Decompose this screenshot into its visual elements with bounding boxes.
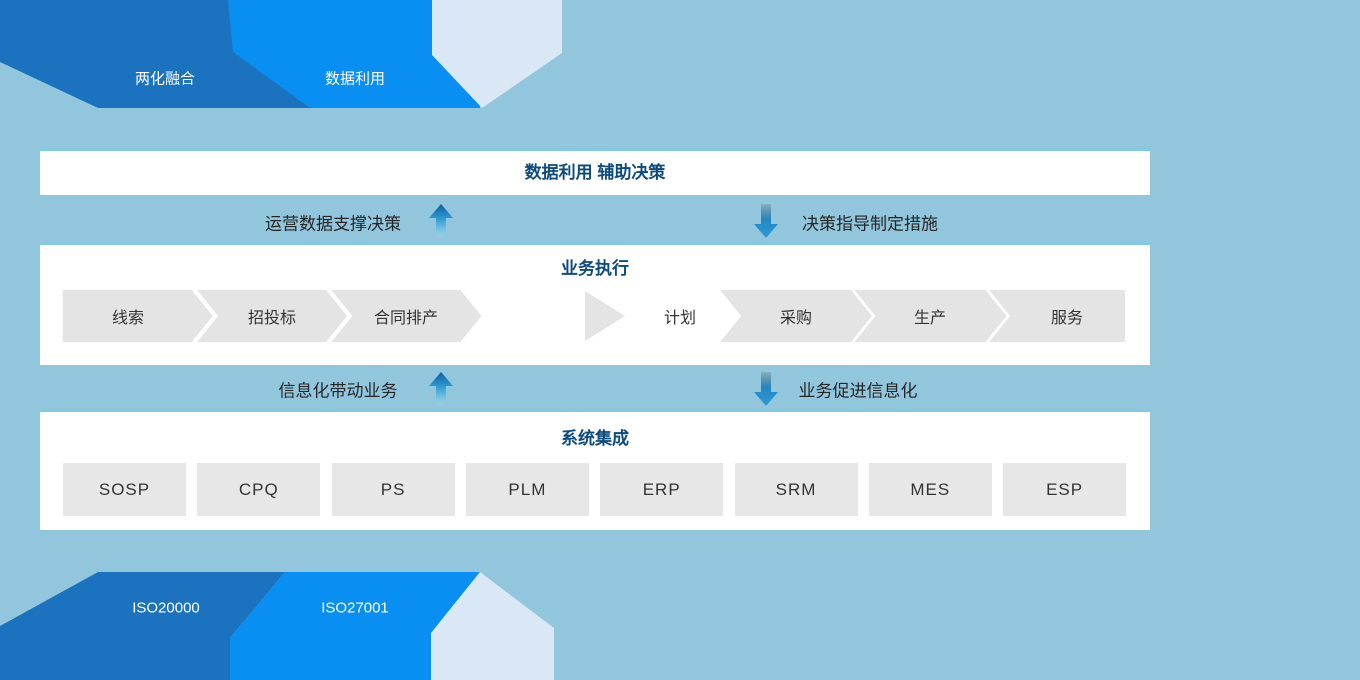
chevron-zhaotoubiao [197, 290, 348, 342]
bottom-banner-dark-shape[interactable] [0, 572, 285, 680]
step-label-jihua: 计划 [663, 310, 697, 327]
tab-lianghua-ronghe[interactable]: 两化融合 [134, 70, 196, 88]
arrow-down-icon [754, 372, 778, 406]
chevron-shengchan [854, 290, 1007, 342]
bottom-banner-ribbons [0, 572, 554, 680]
system-box-mes: MES [868, 463, 992, 516]
tab-iso27001[interactable]: ISO27001 [321, 599, 389, 617]
system-box-erp: ERP [600, 463, 724, 516]
system-box-cpq: CPQ [197, 463, 321, 516]
integration-bar: 系统集成 SOSP CPQ PS PLM ERP SRM MES ESP [40, 409, 1150, 530]
flow-top-right-label: 决策指导制定措施 [802, 214, 938, 234]
top-banner-light-shape [432, 0, 562, 108]
system-box-ps: PS [331, 463, 455, 516]
decision-bar: 数据利用 辅助决策 [40, 148, 1150, 195]
arrow-up-icon [429, 372, 453, 406]
flow-top-left-label: 运营数据支撑决策 [265, 214, 401, 234]
bottom-banner-light-shape [431, 572, 554, 680]
system-box-sosp: SOSP [63, 463, 186, 516]
system-box-srm: SRM [734, 463, 858, 516]
step-label-fuwu: 服务 [1050, 310, 1084, 327]
step-label-caigou: 采购 [779, 310, 813, 327]
system-box-plm: PLM [465, 463, 589, 516]
small-arrow-icon [585, 291, 625, 341]
execution-bar: 业务执行 线索 招投标 合同排产 计划 采购 生产 服务 [40, 242, 1150, 365]
chevron-fuwu [989, 290, 1125, 342]
step-label-hetongpaichan: 合同排产 [373, 310, 439, 327]
step-label-shengchan: 生产 [913, 310, 947, 327]
decision-bar-title: 数据利用 辅助决策 [524, 163, 666, 182]
flow-bottom-left-label: 信息化带动业务 [278, 381, 398, 401]
arrow-up-icon [429, 204, 453, 238]
top-banner-ribbons [0, 0, 562, 108]
step-label-zhaotoubiao: 招投标 [247, 310, 297, 327]
arrow-down-icon [754, 204, 778, 238]
process-chevrons [62, 290, 1125, 342]
chevron-hetongpaichan [331, 290, 482, 342]
step-label-xiansuo: 线索 [111, 310, 145, 327]
top-banner-bright-shape[interactable] [228, 0, 480, 108]
tab-shuju-liyong[interactable]: 数据利用 [324, 70, 386, 88]
system-box-esp: ESP [1003, 463, 1127, 516]
tab-iso20000[interactable]: ISO20000 [132, 599, 200, 617]
flow-bottom-right-label: 业务促进信息化 [798, 381, 918, 401]
chevron-caigou [720, 290, 872, 342]
integration-bar-title: 系统集成 [561, 429, 629, 448]
execution-bar-title: 业务执行 [561, 259, 629, 278]
bottom-banner-bright-shape[interactable] [230, 572, 480, 680]
chevron-xiansuo [62, 290, 213, 342]
